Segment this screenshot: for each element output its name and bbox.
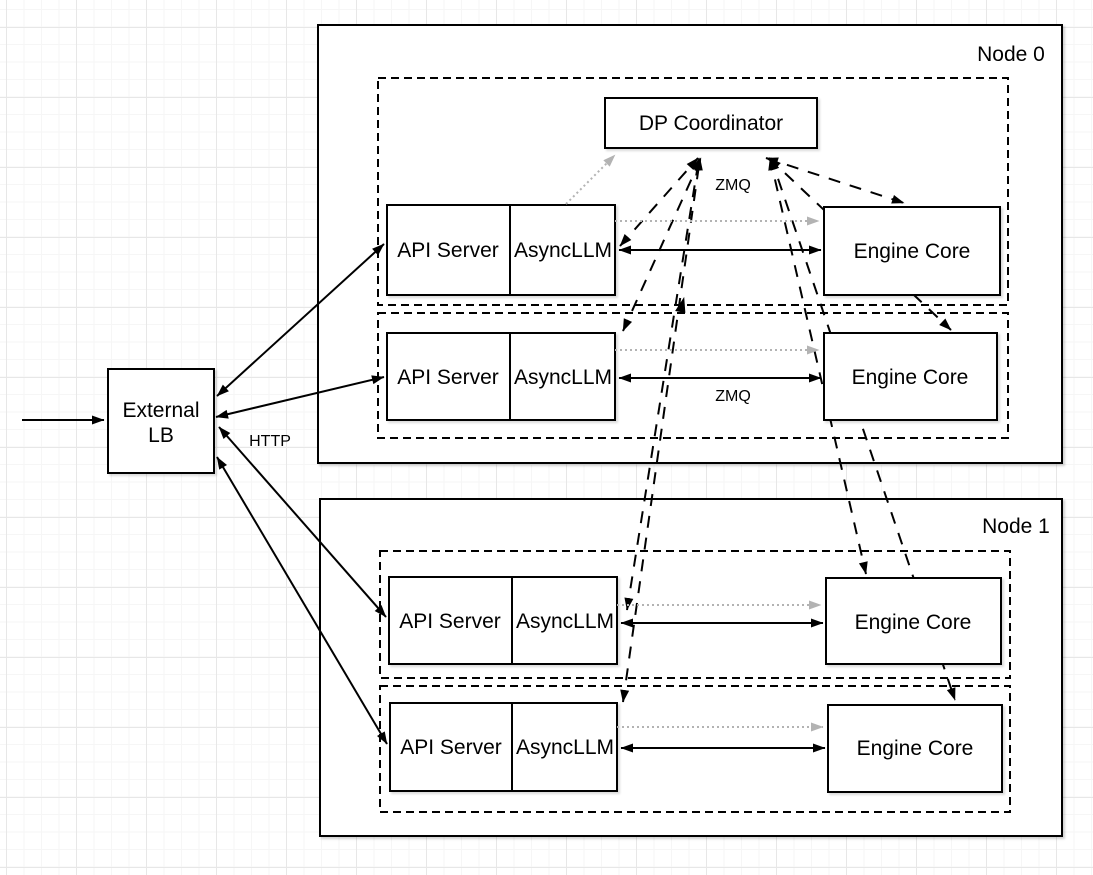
muted-links [565, 154, 824, 732]
engine-core-box-4 [827, 704, 1003, 793]
node1-label: Node 1 [982, 515, 1050, 538]
coordinator-link-asyncllm4 [620, 157, 703, 703]
http-link-row4 [216, 456, 388, 745]
api-server-label-2: API Server [397, 366, 499, 389]
engine-core-label-3: Engine Core [855, 611, 972, 634]
api-server-asyncllm-box-3 [388, 576, 618, 665]
upward-arrowhead [675, 296, 686, 313]
muted-link-asyncllm1-coordinator [565, 154, 616, 205]
solid-links [22, 243, 826, 753]
engine-core-label-4: Engine Core [857, 737, 974, 760]
engine-core-label-1: Engine Core [854, 240, 971, 263]
dp-coordinator-box [604, 97, 818, 149]
http-label: HTTP [249, 433, 291, 450]
engine-core-label-2: Engine Core [852, 366, 969, 389]
external-lb-label-line2: LB [148, 424, 174, 447]
engine-core-box-1 [823, 206, 1001, 296]
zmq-label-row1: ZMQ [715, 177, 751, 194]
asyncllm-label-4: AsyncLLM [516, 736, 614, 759]
dp-coordinator-label: DP Coordinator [639, 112, 783, 135]
api-server-label-4: API Server [400, 736, 502, 759]
asyncllm-label-3: AsyncLLM [516, 610, 614, 633]
diagram-labels: Node 0 Node 1 DP Coordinator External LB… [122, 43, 1049, 760]
external-lb-label-line1: External [122, 399, 199, 422]
zmq-label-row2: ZMQ [715, 388, 751, 405]
http-link-row1 [216, 243, 385, 397]
engine-core-box-3 [825, 577, 1002, 665]
api-server-asyncllm-box-4 [389, 702, 618, 792]
http-link-row2 [215, 375, 385, 419]
api-server-label-3: API Server [399, 610, 501, 633]
shape-boxes [107, 97, 1003, 793]
engine-core-box-2 [823, 332, 998, 421]
api-server-asyncllm-box-1 [386, 204, 616, 296]
node0-label: Node 0 [977, 43, 1045, 66]
asyncllm-label-1: AsyncLLM [514, 239, 612, 262]
api-server-asyncllm-box-2 [386, 332, 616, 421]
external-lb-box [107, 368, 215, 474]
api-server-label-1: API Server [397, 239, 499, 262]
asyncllm-label-2: AsyncLLM [514, 366, 612, 389]
